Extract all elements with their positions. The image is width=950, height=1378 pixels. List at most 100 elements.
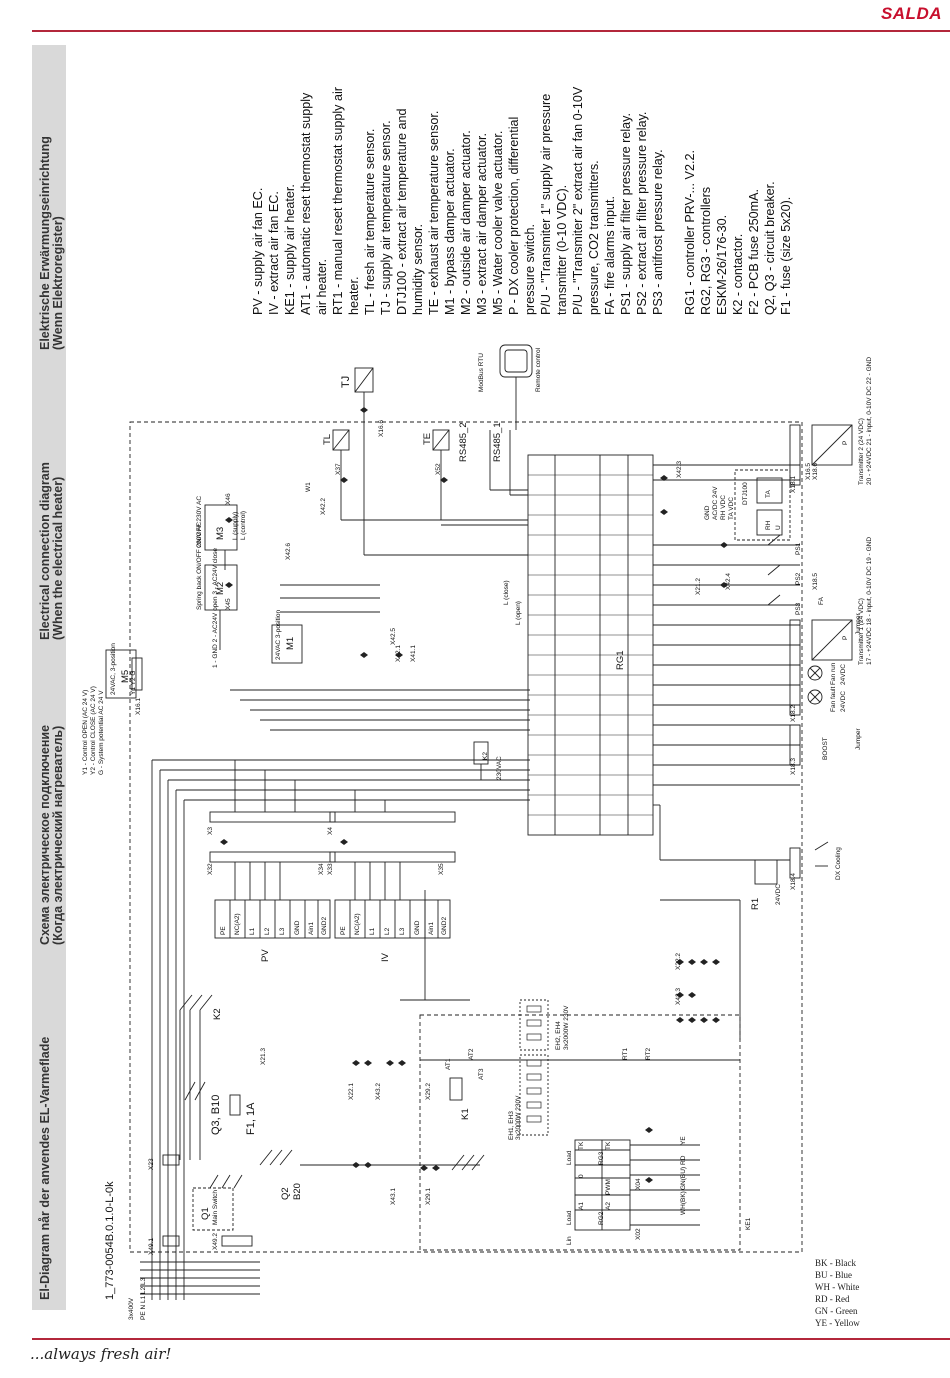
x41-1-label: X41.1 xyxy=(410,645,417,662)
legend-item: TL - fresh air temperature sensor. xyxy=(363,128,377,315)
supply-l-label: L (supply) xyxy=(232,511,239,540)
legend-item: M2 - outside air damper actuator. xyxy=(459,130,473,315)
legend-item: transmitter (0-10 VDC). xyxy=(555,184,569,315)
m1-info: 1 - GND 2 - AC24V open 3 - AC24V close xyxy=(212,548,219,668)
x46-label: X46 xyxy=(225,493,232,505)
x43-2-label: X43.2 xyxy=(375,1083,382,1100)
unit-enclosure xyxy=(129,421,803,1253)
boost-label: BOOST xyxy=(822,737,829,760)
iv-terminal-l1: L1 xyxy=(369,927,376,935)
x23-label: X23 xyxy=(148,1158,155,1170)
top-divider xyxy=(32,30,950,32)
fan-fault-voltage: 24VDC xyxy=(840,691,847,712)
m3-spec: ON/OFF 230V AC xyxy=(196,495,203,548)
transmitter1-p: P xyxy=(842,635,849,640)
iv-terminal-pe: PE xyxy=(340,926,347,935)
legend-item: pressure switch. xyxy=(523,224,537,315)
main-switch-label: Main Switch xyxy=(212,1189,219,1225)
at3-label: AT3 xyxy=(478,1068,485,1080)
rt2-label: RT2 xyxy=(645,1047,652,1060)
m5-spec: 24VAC, 3-position xyxy=(110,643,117,695)
rg-row-tk2: TK xyxy=(605,1141,612,1150)
pv-terminal-l3: L3 xyxy=(279,927,286,935)
dtj-gnd: GND xyxy=(704,505,711,520)
x16-1-label: X16.1 xyxy=(135,698,142,715)
pv-label: PV xyxy=(260,949,271,962)
legend-item: Q2, Q3 - circuit breaker. xyxy=(763,181,777,315)
x42-1-label: X42.1 xyxy=(395,645,402,662)
color-code-ye: YE - Yellow xyxy=(815,1318,860,1328)
m1-spec: 24VAC 3-position xyxy=(275,609,282,660)
rg-row-lin: Lin xyxy=(566,1236,573,1245)
pv-fan-box xyxy=(214,899,331,939)
transmitter2-p: P xyxy=(842,440,849,445)
supply-lines: PE N L1 L2 L3 xyxy=(140,1277,147,1320)
x43-1-label: X43.1 xyxy=(390,1188,397,1205)
legend-item: F1 - fuse (size 5x20). xyxy=(779,196,793,315)
iv-terminal-gnd: GND xyxy=(414,920,421,935)
legend-item: P - DX cooler protection, differential xyxy=(507,116,521,315)
x18-6-label: X18.6 xyxy=(812,463,819,480)
m1-label: M1 xyxy=(285,636,296,650)
k2-label: K2 xyxy=(212,1008,223,1020)
dtj-u-label: U xyxy=(775,525,782,530)
rg-row-a2: A2 xyxy=(605,1202,612,1210)
dtj-rh-label: RH xyxy=(765,520,772,530)
te-label: TE xyxy=(422,432,433,445)
tl-label: TL xyxy=(322,433,333,445)
legend-item: DTJ100 - extract air temperature and xyxy=(395,108,409,316)
x18-2-label: X18.2 xyxy=(790,705,797,722)
rs485-2-label: RS485_2 xyxy=(458,422,469,462)
jumper2-label: Jumper xyxy=(855,728,862,750)
ps1-label: PS1 xyxy=(795,542,802,555)
pv-terminal-gnd: GND xyxy=(294,920,301,935)
x16-5-label: X16.5 xyxy=(805,463,812,480)
legend-item: PV - supply air fan EC. xyxy=(251,187,265,315)
color-code-rd: RD - Red xyxy=(815,1294,850,1304)
x29-2-label: X29.2 xyxy=(425,1083,432,1100)
rs485-1-label: RS485_1 xyxy=(492,422,503,462)
wire-gn-label: GN(BU) xyxy=(680,1166,687,1190)
legend-item: air heater. xyxy=(315,258,329,315)
x37-label: X37 xyxy=(335,463,342,475)
iv-terminal-ain1: Ain1 xyxy=(428,921,435,935)
title-sidebar: El-Diagram når der anvendes EL-Varmeflad… xyxy=(32,45,66,1310)
pv-terminal-ain1: Ain1 xyxy=(308,921,315,935)
x04-label: X04 xyxy=(635,1178,642,1190)
m3-label: M3 xyxy=(215,526,226,540)
legend-item: pressure, CO2 transmitters. xyxy=(587,160,601,315)
legend-item: TE - exhaust air temperature sensor. xyxy=(427,110,441,315)
x29-1-label: X29.1 xyxy=(425,1188,432,1205)
legend-item: M1 - bypass damper actuator. xyxy=(443,148,457,315)
legend-item: RG2, RG3 - controllers xyxy=(699,186,713,315)
k2-230-label: 230VAC xyxy=(496,756,503,780)
m5-terms: Y1 Y2 G xyxy=(130,670,137,695)
color-code-bu: BU - Blue xyxy=(815,1270,852,1280)
remote-control-label: Remote control xyxy=(535,347,542,392)
legend-item: M3 - extract air damper actuator. xyxy=(475,133,489,315)
rg2-label: RG2 xyxy=(598,1211,605,1225)
slogan: ...always fresh air! xyxy=(30,1345,172,1363)
ps2-label: PS2 xyxy=(795,572,802,585)
rg-row-load: Load xyxy=(566,1150,573,1165)
fan-fault-label: Fan fault xyxy=(830,686,837,712)
x18-5-label: X18.5 xyxy=(812,573,819,590)
legend-item: RG1 - controller PRV-... V2.2. xyxy=(683,150,697,315)
q3-label: Q3, B10 xyxy=(210,1094,222,1135)
wire-ye-label: YE xyxy=(680,1136,687,1145)
pv-terminal-l1: L1 xyxy=(249,927,256,935)
x22-1-label: X22.1 xyxy=(348,1083,355,1100)
fan-run-voltage: 24VDC xyxy=(840,664,847,685)
rg3-label: RG3 xyxy=(598,1151,605,1165)
modbus-label: ModBus RTU xyxy=(478,353,485,392)
legend-item: PS3 - antifrost pressure relay. xyxy=(651,149,665,315)
x35-label: X35 xyxy=(438,863,445,875)
legend-item: heater. xyxy=(347,276,361,315)
ke1-label: KE1 xyxy=(745,1217,752,1230)
r1-spec: 24VDC xyxy=(775,884,782,905)
pv-terminal-pe: PE xyxy=(220,926,227,935)
x02-label: X02 xyxy=(635,1228,642,1240)
dtj-rh-vdc: RH VDC xyxy=(720,495,727,520)
transmitter2-label: Transmitter 2 (24 VDC) xyxy=(858,418,865,485)
